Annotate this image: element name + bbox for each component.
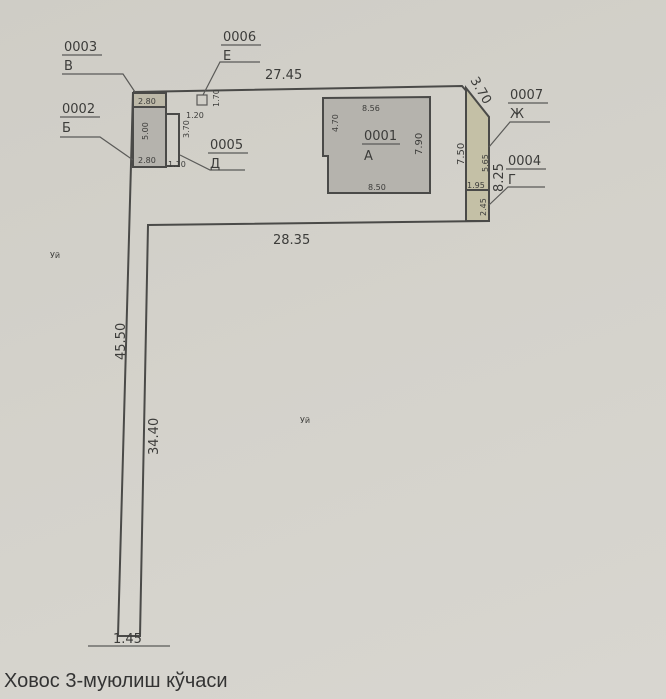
building-id: 0004 bbox=[508, 154, 541, 169]
leader-0005 bbox=[179, 154, 245, 171]
building-0006 bbox=[196, 94, 208, 106]
dim-inner-top: 28.35 bbox=[273, 233, 310, 248]
building-0001 bbox=[322, 95, 431, 194]
leader-0006 bbox=[202, 61, 260, 96]
building-0007 bbox=[465, 85, 490, 222]
yard-label-center: Уй bbox=[300, 416, 310, 425]
street-name: Ховос 3-муюлиш кўчаси bbox=[4, 670, 228, 692]
dim: 3.70 bbox=[182, 120, 191, 138]
dim: 2.80 bbox=[138, 97, 156, 106]
dim-right-inner: 7.50 bbox=[456, 143, 467, 165]
leader-0003 bbox=[62, 73, 136, 93]
dim: 8.56 bbox=[362, 104, 380, 113]
building-letter: Ж bbox=[510, 107, 524, 122]
building-letter: Г bbox=[508, 173, 516, 188]
dim: 1.20 bbox=[186, 111, 204, 120]
dim: 2.80 bbox=[138, 156, 156, 165]
building-id: 0002 bbox=[62, 102, 95, 117]
dim: 4.70 bbox=[331, 114, 340, 132]
dim-bottom: 1.45 bbox=[113, 632, 142, 647]
dim: 7.90 bbox=[414, 133, 425, 155]
dim: 2.45 bbox=[479, 198, 488, 216]
leader-0007 bbox=[488, 121, 550, 148]
building-id: 0001 bbox=[364, 129, 397, 144]
dim: 5.65 bbox=[481, 154, 490, 172]
building-letter: Д bbox=[210, 157, 220, 172]
building-id: 0006 bbox=[223, 30, 256, 45]
dim: 8.50 bbox=[368, 183, 386, 192]
building-id: 0005 bbox=[210, 138, 243, 153]
dim-right: 8.25 bbox=[492, 163, 507, 192]
dim: 1.70 bbox=[212, 89, 221, 107]
dim-left: 45.50 bbox=[114, 323, 129, 360]
leader-0002 bbox=[60, 136, 134, 161]
dim: 5.00 bbox=[141, 122, 150, 140]
building-letter: А bbox=[364, 149, 373, 164]
leader-0004 bbox=[488, 186, 545, 206]
dim-top: 27.45 bbox=[265, 68, 302, 83]
building-0005 bbox=[165, 113, 180, 167]
yard-label-left: Уй bbox=[50, 251, 60, 260]
building-letter: Е bbox=[223, 49, 231, 64]
building-letter: Б bbox=[62, 121, 71, 136]
building-id: 0007 bbox=[510, 88, 543, 103]
building-id: 0003 bbox=[64, 40, 97, 55]
building-letter: В bbox=[64, 59, 73, 74]
dim: 1.95 bbox=[467, 181, 485, 190]
dim: 1.10 bbox=[168, 160, 186, 169]
dim-inner-left: 34.40 bbox=[147, 418, 162, 455]
